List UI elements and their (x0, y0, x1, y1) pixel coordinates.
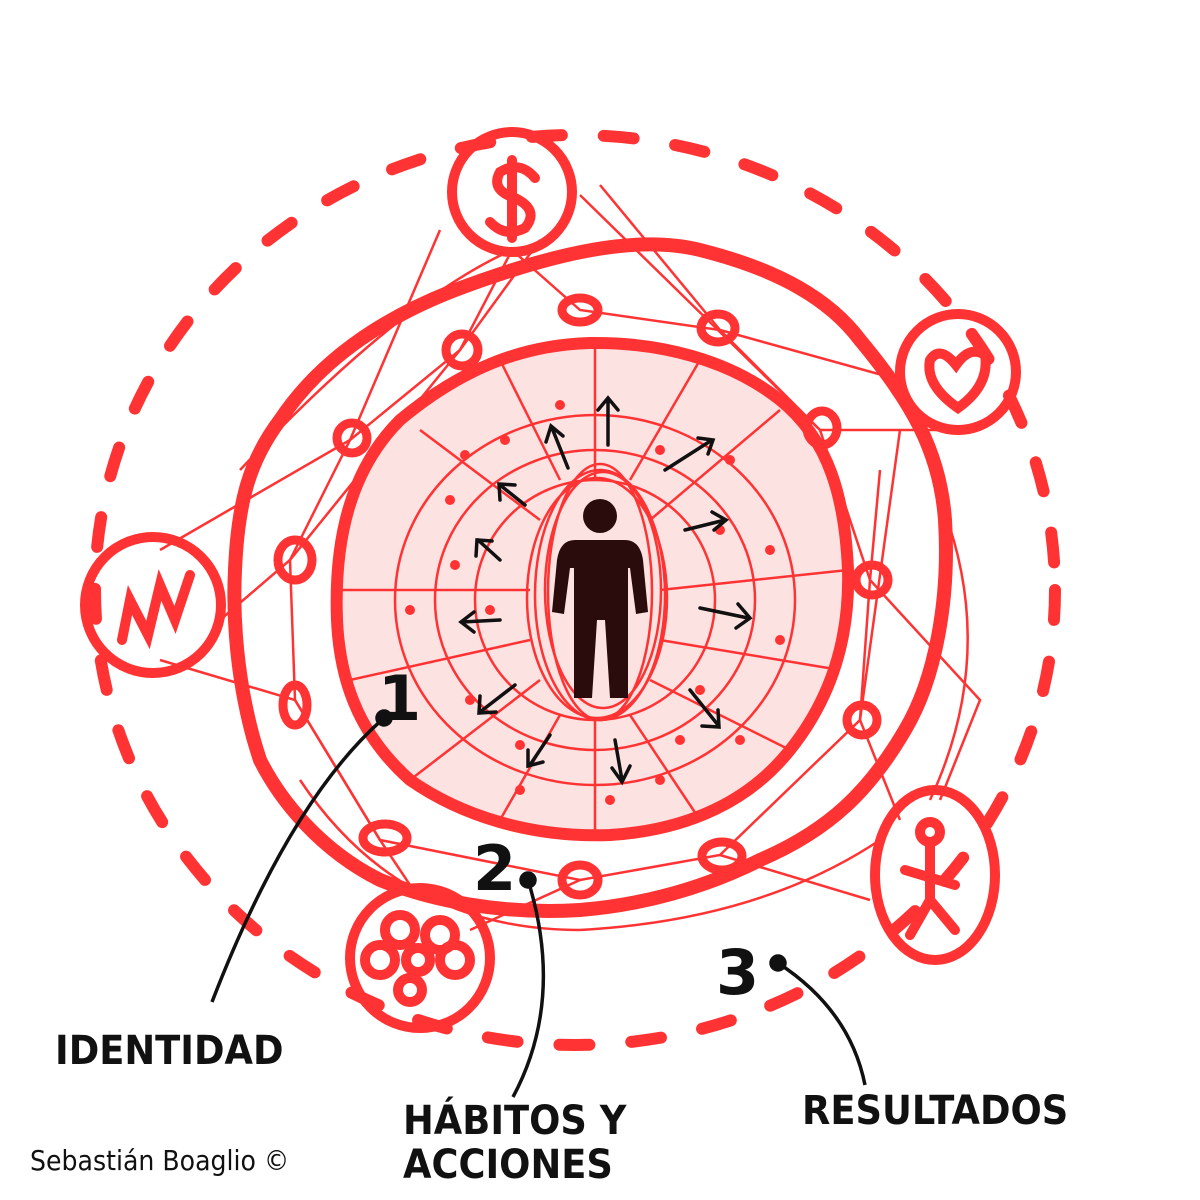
habits-label-line2: ACCIONES (403, 1142, 613, 1188)
author-credit: Sebastián Boaglio © (30, 1144, 290, 1177)
identity-label: IDENTIDAD (55, 1028, 284, 1074)
number-three: 3 (716, 936, 760, 1009)
arrows-icon (458, 395, 753, 786)
wave-icon (80, 532, 226, 678)
number-two: 2 (473, 832, 517, 905)
inner-rings (340, 345, 849, 835)
heart-icon (895, 309, 1021, 435)
identity-scribble (525, 462, 669, 722)
habits-label-line1: HÁBITOS Y (403, 1098, 627, 1144)
stick-figure-icon (870, 785, 1000, 965)
flower-icon (345, 883, 495, 1033)
habits-ring (227, 237, 953, 918)
dollar-icon (447, 127, 577, 257)
number-one: 1 (378, 662, 422, 735)
habit-nodes (273, 293, 893, 900)
results-label: RESULTADOS (802, 1088, 1069, 1134)
person-icon (552, 499, 648, 698)
leader-lines (210, 709, 867, 1098)
dots (405, 400, 785, 805)
results-dashed-ring (89, 129, 1061, 1051)
